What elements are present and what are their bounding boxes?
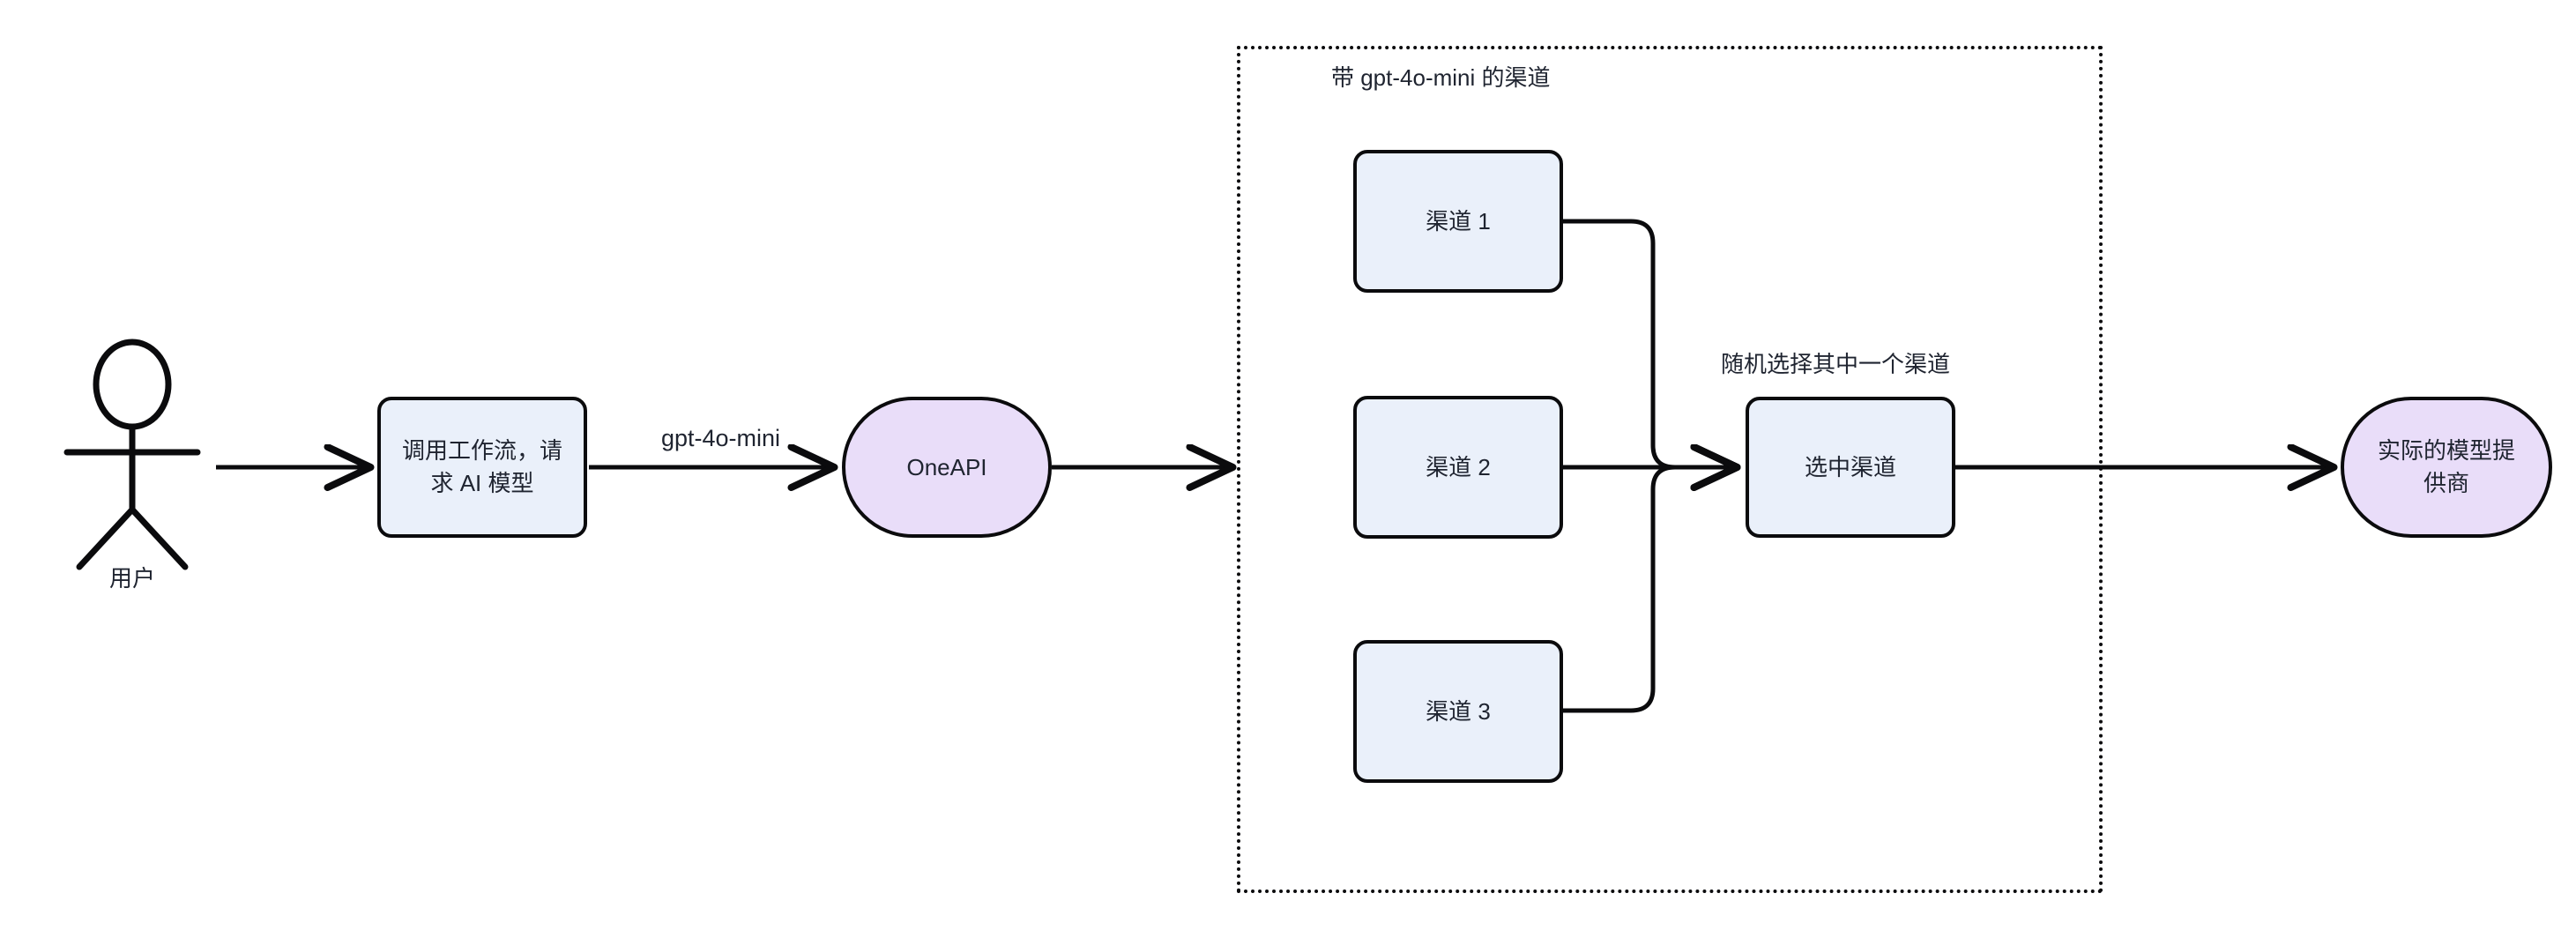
edge-label-gpt-4o-mini: gpt-4o-mini xyxy=(656,425,786,452)
node-oneapi[interactable]: OneAPI xyxy=(842,397,1052,538)
node-selected-channel[interactable]: 选中渠道 xyxy=(1746,397,1955,538)
node-workflow[interactable]: 调用工作流，请求 AI 模型 xyxy=(377,397,587,538)
random-pick-label: 随机选择其中一个渠道 xyxy=(1721,351,1951,377)
channel-group-frame xyxy=(1237,46,2103,893)
channel-group-label: 带 gpt-4o-mini 的渠道 xyxy=(1331,64,1551,91)
node-provider[interactable]: 实际的模型提供商 xyxy=(2341,397,2552,538)
node-channel-2[interactable]: 渠道 2 xyxy=(1353,396,1563,539)
user-stick-figure xyxy=(63,339,201,570)
node-channel-3[interactable]: 渠道 3 xyxy=(1353,640,1563,783)
user-actor-label: 用户 xyxy=(108,565,155,592)
node-channel-1[interactable]: 渠道 1 xyxy=(1353,150,1563,293)
